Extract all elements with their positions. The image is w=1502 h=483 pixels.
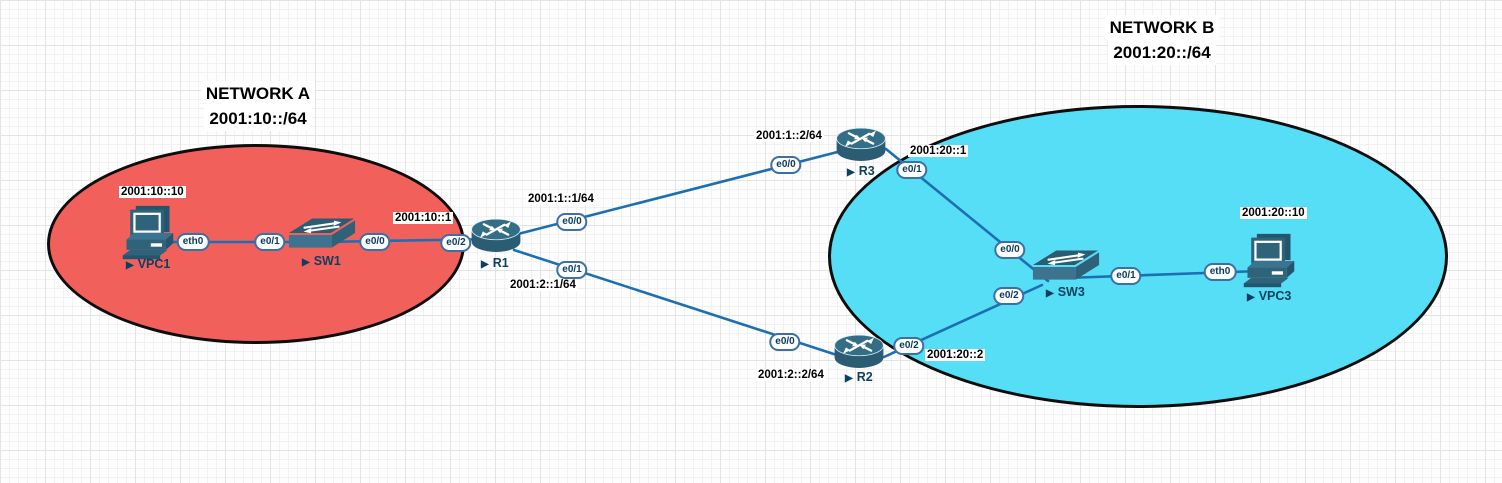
play-marker-icon: ▶	[126, 260, 134, 271]
pc-icon-vpc3[interactable]	[1240, 232, 1298, 290]
ip-label-r2-to-r1: 2001:2::2/64	[756, 369, 826, 381]
play-marker-icon: ▶	[1046, 288, 1054, 299]
play-marker-icon: ▶	[1247, 292, 1255, 303]
router-icon-r1[interactable]	[466, 215, 526, 257]
node-label-vpc3: ▶VPC3	[1247, 289, 1292, 303]
router-icon-r3[interactable]	[831, 124, 891, 166]
node-label-r2: ▶R2	[845, 370, 873, 384]
switch-icon-sw1[interactable]	[287, 214, 357, 256]
port-label-r1-e0-2: e0/2	[440, 234, 472, 252]
port-label-r2-e0-0: e0/0	[769, 333, 801, 351]
port-label-sw1-e0-0: e0/0	[359, 233, 391, 251]
port-label-r2-e0-2: e0/2	[893, 337, 925, 355]
port-label-r1-e0-1: e0/1	[556, 261, 588, 279]
port-label-r3-e0-0: e0/0	[770, 156, 802, 174]
node-label-sw1: ▶SW1	[302, 254, 341, 268]
network-b-title: NETWORK B 2001:20::/64	[1082, 15, 1242, 65]
switch-icon-sw3[interactable]	[1031, 246, 1101, 288]
node-label-r1: ▶R1	[481, 256, 509, 270]
port-label-sw3-e0-2: e0/2	[993, 287, 1025, 305]
play-marker-icon: ▶	[845, 373, 853, 384]
port-label-vpc3-eth0: eth0	[1203, 263, 1237, 281]
ip-label-vpc1: 2001:10::10	[119, 186, 186, 198]
pc-icon-vpc1[interactable]	[119, 204, 177, 262]
port-label-sw3-e0-0: e0/0	[994, 241, 1026, 259]
port-label-sw1-e0-1: e0/1	[254, 233, 286, 251]
play-marker-icon: ▶	[847, 167, 855, 178]
node-label-r3: ▶R3	[847, 164, 875, 178]
node-label-sw3: ▶SW3	[1046, 285, 1085, 299]
ip-label-r2-lan: 2001:20::2	[925, 349, 986, 361]
ip-label-r1-to-r2: 2001:2::1/64	[508, 279, 578, 291]
ip-label-r1-to-r3: 2001:1::1/64	[526, 193, 596, 205]
node-label-vpc1: ▶VPC1	[126, 257, 171, 271]
router-icon-r2[interactable]	[829, 331, 889, 373]
network-a-title: NETWORK A 2001:10::/64	[178, 81, 338, 131]
ip-label-vpc3: 2001:20::10	[1240, 207, 1307, 219]
port-label-r1-e0-0: e0/0	[556, 213, 588, 231]
network-b-subnet: 2001:20::/64	[1108, 40, 1216, 65]
network-a-subnet: 2001:10::/64	[204, 106, 312, 131]
ip-label-r1-lan: 2001:10::1	[393, 212, 454, 224]
network-a-name: NETWORK A	[200, 81, 316, 106]
play-marker-icon: ▶	[481, 259, 489, 270]
ip-label-r3-lan: 2001:20::1	[908, 145, 969, 157]
port-label-vpc1-eth0: eth0	[176, 233, 210, 251]
port-label-r3-e0-1: e0/1	[896, 161, 928, 179]
ip-label-r3-to-r1: 2001:1::2/64	[754, 130, 824, 142]
port-label-sw3-e0-1: e0/1	[1110, 267, 1142, 285]
network-b-name: NETWORK B	[1104, 15, 1220, 40]
play-marker-icon: ▶	[302, 257, 310, 268]
